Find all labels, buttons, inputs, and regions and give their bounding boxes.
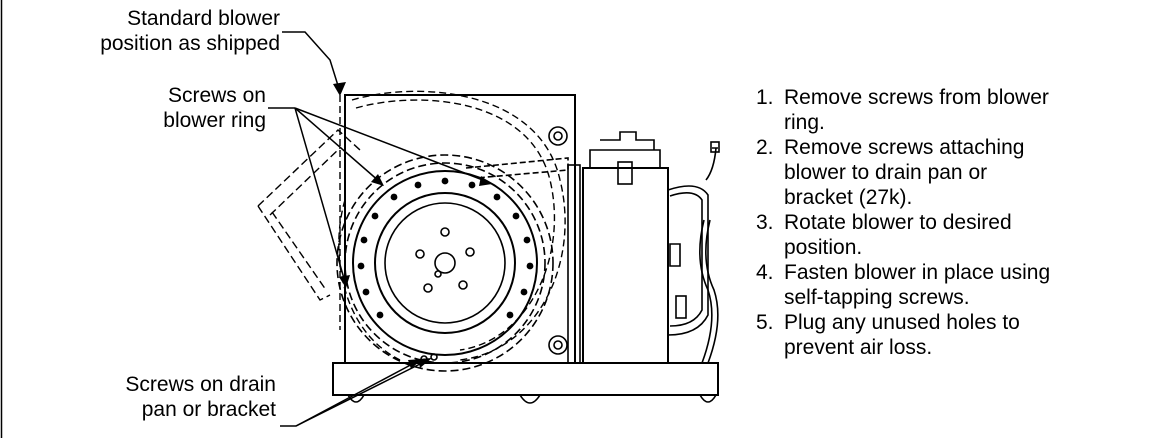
step-line: bracket (27k). xyxy=(784,186,913,209)
blower-wheel xyxy=(352,170,538,356)
step-item: 5. Plug any unused holes to prevent air … xyxy=(756,310,1162,360)
step-item: 1. Remove screws from blower ring. xyxy=(756,85,1162,135)
motor-capacitor xyxy=(582,167,669,364)
callout-drain-pan-screws: Screws on drain pan or bracket xyxy=(50,372,276,422)
callout-line: position as shipped xyxy=(100,32,280,55)
callout-line: pan or bracket xyxy=(141,398,276,421)
step-line: Fasten blower in place using xyxy=(784,261,1051,284)
callout-leaders xyxy=(268,31,489,427)
housing-plate xyxy=(344,94,576,364)
blower-assembly-drawing xyxy=(257,90,720,404)
step-number: 3. xyxy=(756,211,774,234)
step-line: blower to drain pan or xyxy=(784,161,988,184)
step-line: Remove screws from blower xyxy=(784,86,1049,109)
callout-line: blower ring xyxy=(163,109,266,132)
step-item: 2. Remove screws attaching blower to dra… xyxy=(756,135,1162,210)
step-number: 2. xyxy=(756,136,774,159)
step-item: 3. Rotate blower to desired position. xyxy=(756,210,1162,260)
step-line: prevent air loss. xyxy=(784,336,933,359)
blower-ring-outer xyxy=(336,154,554,372)
step-line: self-tapping screws. xyxy=(784,286,970,309)
step-line: position. xyxy=(784,236,863,259)
callout-line: Standard blower xyxy=(127,7,280,30)
step-line: Rotate blower to desired xyxy=(784,211,1012,234)
step-number: 5. xyxy=(756,311,774,334)
drain-pan xyxy=(332,362,719,396)
instruction-steps: 1. Remove screws from blower ring. 2. Re… xyxy=(756,85,1162,360)
callout-line: Screws on xyxy=(167,84,266,107)
callout-blower-ring-screws: Screws on blower ring xyxy=(100,83,266,133)
callout-arrowheads xyxy=(333,82,492,369)
callout-line: Screws on drain xyxy=(125,373,276,396)
step-line: ring. xyxy=(784,111,825,134)
step-number: 4. xyxy=(756,261,774,284)
motor-face xyxy=(374,192,516,334)
step-line: Remove screws attaching xyxy=(784,136,1025,159)
ring-holes xyxy=(357,177,534,319)
step-item: 4. Fasten blower in place using self-tap… xyxy=(756,260,1162,310)
step-line: Plug any unused holes to xyxy=(784,311,1020,334)
step-number: 1. xyxy=(756,86,774,109)
callout-standard-position: Standard blower position as shipped xyxy=(4,6,280,56)
